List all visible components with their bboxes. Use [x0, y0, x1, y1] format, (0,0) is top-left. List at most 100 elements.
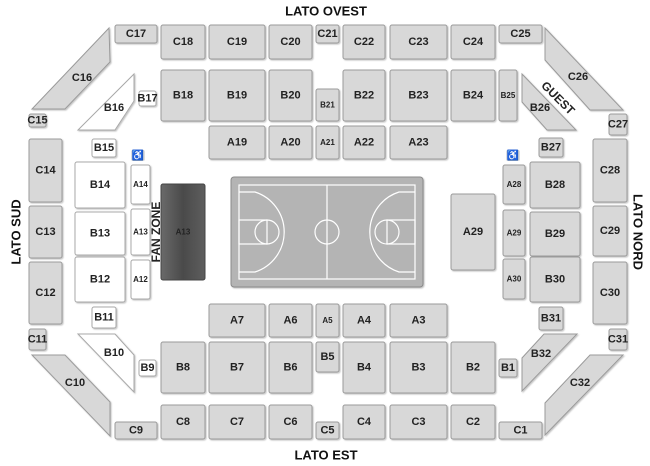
- section-shape[interactable]: [544, 354, 625, 437]
- section-shape[interactable]: [450, 341, 496, 394]
- section-shape[interactable]: [28, 328, 47, 351]
- section-a23[interactable]: A23: [389, 125, 448, 160]
- section-shape[interactable]: [30, 26, 111, 110]
- section-shape[interactable]: [592, 261, 628, 325]
- section-b27[interactable]: B27: [538, 137, 564, 158]
- section-shape[interactable]: [342, 24, 386, 60]
- section-a20[interactable]: A20: [268, 125, 313, 160]
- section-shape[interactable]: [208, 125, 266, 160]
- section-b22[interactable]: B22: [342, 69, 386, 122]
- section-shape[interactable]: [28, 205, 63, 259]
- section-b29[interactable]: B29: [529, 211, 581, 257]
- section-c15[interactable]: C15: [27, 113, 48, 128]
- section-shape[interactable]: [450, 69, 496, 122]
- section-c5[interactable]: C5: [315, 421, 340, 440]
- section-b20[interactable]: B20: [268, 69, 313, 122]
- section-shape[interactable]: [130, 208, 151, 256]
- section-b13[interactable]: B13: [74, 211, 126, 256]
- section-shape[interactable]: [74, 161, 126, 209]
- section-shape[interactable]: [74, 256, 126, 303]
- section-shape[interactable]: [74, 211, 126, 256]
- section-c19[interactable]: C19: [208, 24, 266, 60]
- section-shape[interactable]: [76, 333, 135, 394]
- section-shape[interactable]: [138, 90, 157, 107]
- section-shape[interactable]: [268, 303, 313, 338]
- section-shape[interactable]: [544, 26, 625, 111]
- section-b19[interactable]: B19: [208, 69, 266, 122]
- section-c1[interactable]: C1: [498, 421, 543, 440]
- section-c23[interactable]: C23: [389, 24, 448, 60]
- section-shape[interactable]: [450, 193, 496, 271]
- section-shape[interactable]: [130, 164, 151, 205]
- section-b7[interactable]: B7: [208, 341, 266, 394]
- section-a14[interactable]: A14: [130, 164, 151, 205]
- section-shape[interactable]: [315, 421, 340, 440]
- section-a29[interactable]: A29: [450, 193, 496, 271]
- section-shape[interactable]: [342, 69, 386, 122]
- section-b3[interactable]: B3: [389, 341, 448, 394]
- fan-zone-area[interactable]: [160, 183, 206, 281]
- section-shape[interactable]: [389, 341, 448, 394]
- section-shape[interactable]: [608, 113, 628, 136]
- section-shape[interactable]: [538, 137, 564, 158]
- section-shape[interactable]: [160, 69, 206, 122]
- section-c28[interactable]: C28: [592, 138, 628, 203]
- section-c16[interactable]: C16: [30, 26, 111, 110]
- section-c14[interactable]: C14: [28, 138, 63, 203]
- section-c20[interactable]: C20: [268, 24, 313, 60]
- section-c4[interactable]: C4: [342, 404, 386, 440]
- section-shape[interactable]: [389, 69, 448, 122]
- section-c7[interactable]: C7: [208, 404, 266, 440]
- section-shape[interactable]: [389, 404, 448, 440]
- section-shape[interactable]: [450, 24, 496, 60]
- section-a12[interactable]: A12: [130, 259, 151, 300]
- section-c3[interactable]: C3: [389, 404, 448, 440]
- section-shape[interactable]: [498, 24, 543, 44]
- section-shape[interactable]: [502, 209, 526, 257]
- section-shape[interactable]: [138, 359, 157, 377]
- section-a22[interactable]: A22: [342, 125, 386, 160]
- section-shape[interactable]: [28, 113, 47, 128]
- section-shape[interactable]: [529, 161, 581, 209]
- section-c25[interactable]: C25: [498, 24, 543, 44]
- section-c12[interactable]: C12: [28, 261, 63, 325]
- section-c11[interactable]: C11: [28, 328, 48, 351]
- section-c26[interactable]: C26: [544, 26, 625, 111]
- section-b15[interactable]: B15: [91, 138, 117, 158]
- section-shape[interactable]: [592, 138, 628, 203]
- section-shape[interactable]: [28, 261, 63, 325]
- section-b18[interactable]: B18: [160, 69, 206, 122]
- section-shape[interactable]: [389, 24, 448, 60]
- section-b5[interactable]: B5: [315, 341, 340, 373]
- section-shape[interactable]: [389, 303, 448, 338]
- section-shape[interactable]: [502, 258, 526, 300]
- section-shape[interactable]: [342, 404, 386, 440]
- section-c29[interactable]: C29: [592, 205, 628, 257]
- section-shape[interactable]: [521, 72, 578, 131]
- section-shape[interactable]: [608, 328, 628, 351]
- section-shape[interactable]: [502, 164, 526, 205]
- section-c8[interactable]: C8: [160, 404, 206, 440]
- section-shape[interactable]: [268, 125, 313, 160]
- section-shape[interactable]: [268, 24, 313, 60]
- section-b6[interactable]: B6: [268, 341, 313, 394]
- section-a5[interactable]: A5: [315, 303, 340, 338]
- section-b25[interactable]: B25: [498, 69, 518, 122]
- section-shape[interactable]: [342, 125, 386, 160]
- section-b1[interactable]: B1: [498, 358, 518, 378]
- section-a7[interactable]: A7: [208, 303, 266, 338]
- section-shape[interactable]: [529, 256, 581, 303]
- section-c31[interactable]: C31: [608, 328, 628, 351]
- section-shape[interactable]: [538, 306, 564, 331]
- section-b2[interactable]: B2: [450, 341, 496, 394]
- section-a6[interactable]: A6: [268, 303, 313, 338]
- section-shape[interactable]: [208, 24, 266, 60]
- section-shape[interactable]: [450, 404, 496, 440]
- section-a3[interactable]: A3: [389, 303, 448, 338]
- section-c2[interactable]: C2: [450, 404, 496, 440]
- section-shape[interactable]: [529, 211, 581, 257]
- section-shape[interactable]: [315, 88, 340, 122]
- section-shape[interactable]: [114, 421, 158, 440]
- section-shape[interactable]: [160, 341, 206, 394]
- section-b12[interactable]: B12: [74, 256, 126, 303]
